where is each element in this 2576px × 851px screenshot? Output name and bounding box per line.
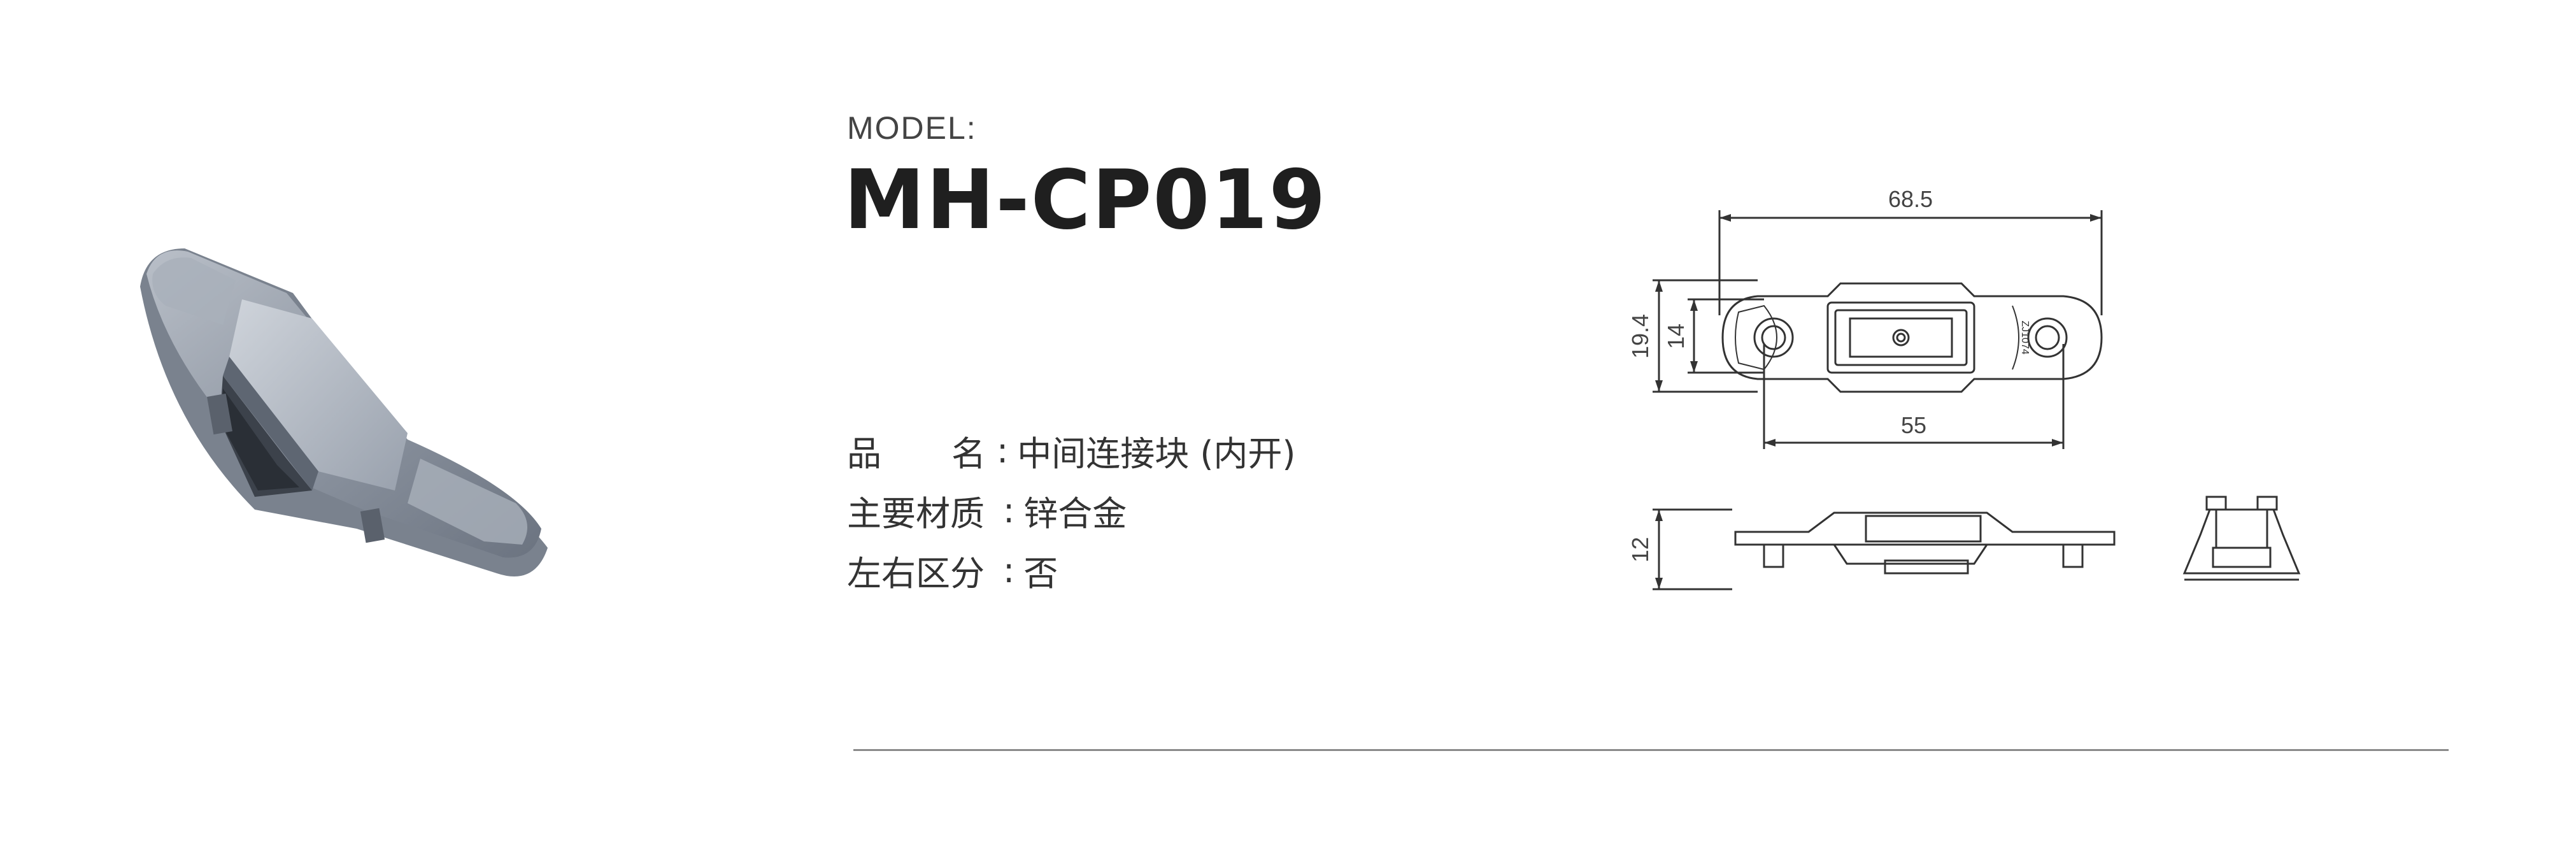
model-code: MH-CP019 — [844, 153, 1327, 248]
spec-value: 否 — [1023, 553, 1058, 594]
spec-value: 中间连接块 (内开) — [1017, 433, 1296, 474]
spec-value: 锌合金 — [1023, 493, 1127, 534]
dimension-label: 19.4 — [1627, 314, 1653, 359]
spec-label: 主要材质 — [847, 493, 985, 534]
spec-row-left-right: 左右区分 : 否 — [847, 540, 1296, 600]
technical-drawing: 68.5 55 19.4 14 12 ZJ1074 — [1627, 186, 2301, 590]
spec-separator: : — [997, 430, 1009, 471]
spec-separator: : — [1003, 490, 1015, 531]
part-marking: ZJ1074 — [2019, 320, 2030, 354]
dimension-label: 68.5 — [1888, 186, 1933, 212]
dimension-label: 14 — [1663, 324, 1689, 349]
spec-list: 品名 : 中间连接块 (内开) 主要材质 : 锌合金 左右区分 : 否 — [847, 420, 1296, 600]
spec-label: 左右区分 — [847, 553, 985, 594]
dimension-label: 55 — [1901, 412, 1926, 438]
spec-separator: : — [1003, 550, 1015, 590]
spec-row-material: 主要材质 : 锌合金 — [847, 480, 1296, 540]
spec-row-product-name: 品名 : 中间连接块 (内开) — [847, 420, 1296, 480]
divider — [853, 749, 2449, 751]
model-label: MODEL: — [847, 110, 977, 146]
product-photo — [140, 248, 548, 576]
spec-label: 品名 — [847, 433, 986, 474]
dimension-label: 12 — [1627, 537, 1653, 562]
